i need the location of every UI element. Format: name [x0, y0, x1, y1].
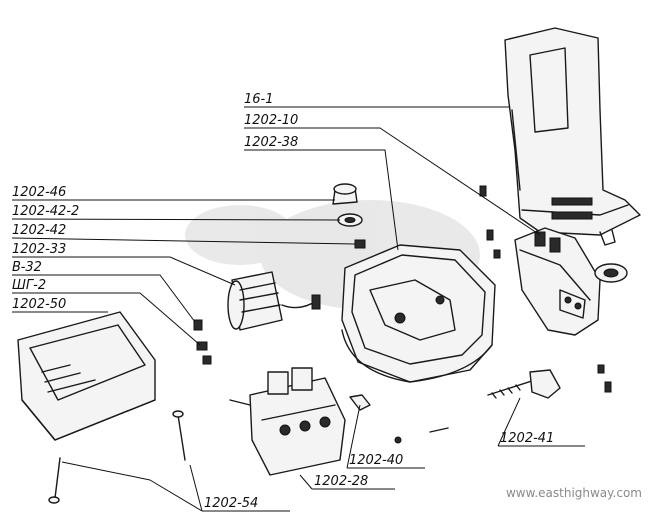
coil-1202-33 — [227, 271, 321, 331]
leader-lines — [11, 106, 585, 512]
washer-shg-2 — [196, 341, 212, 365]
washer-ring — [594, 263, 628, 283]
label-1202-54: 1202-54 — [204, 496, 258, 511]
label-1202-46: 1202-46 — [12, 185, 66, 200]
cover-1202-50 — [17, 311, 156, 441]
cap-1202-46 — [332, 183, 358, 205]
label-shg-2: ШГ-2 — [12, 278, 46, 293]
small-screws — [479, 185, 612, 393]
label-1202-33: 1202-33 — [12, 242, 66, 257]
label-1202-10: 1202-10 — [244, 113, 298, 128]
label-16-1: 16-1 — [244, 92, 274, 107]
housing-1202-38 — [341, 244, 496, 383]
label-1202-40: 1202-40 — [349, 453, 403, 468]
screw-1202-41 — [487, 369, 561, 399]
label-b-32: B-32 — [12, 260, 42, 275]
label-1202-28: 1202-28 — [314, 474, 368, 489]
bolts-1202-54 — [48, 410, 186, 504]
label-1202-38: 1202-38 — [244, 135, 298, 150]
label-1202-50: 1202-50 — [12, 297, 66, 312]
nut-1202-42 — [354, 239, 366, 249]
label-1202-41: 1202-41 — [500, 431, 554, 446]
switch-block-1202-28 — [229, 367, 346, 476]
screw-b-32 — [193, 319, 203, 331]
part-labels: 16-1 1202-10 1202-38 1202-46 1202-42-2 1… — [12, 92, 554, 511]
regulator-1202-10 — [514, 227, 601, 336]
watermark-site-url: www.easthighway.com — [506, 486, 642, 500]
label-1202-42-2: 1202-42-2 — [12, 204, 79, 219]
bracket-16-1 — [504, 27, 641, 246]
washer-1202-42-2 — [337, 213, 363, 227]
connector-1202-40 — [349, 394, 449, 444]
label-1202-42: 1202-42 — [12, 223, 66, 238]
